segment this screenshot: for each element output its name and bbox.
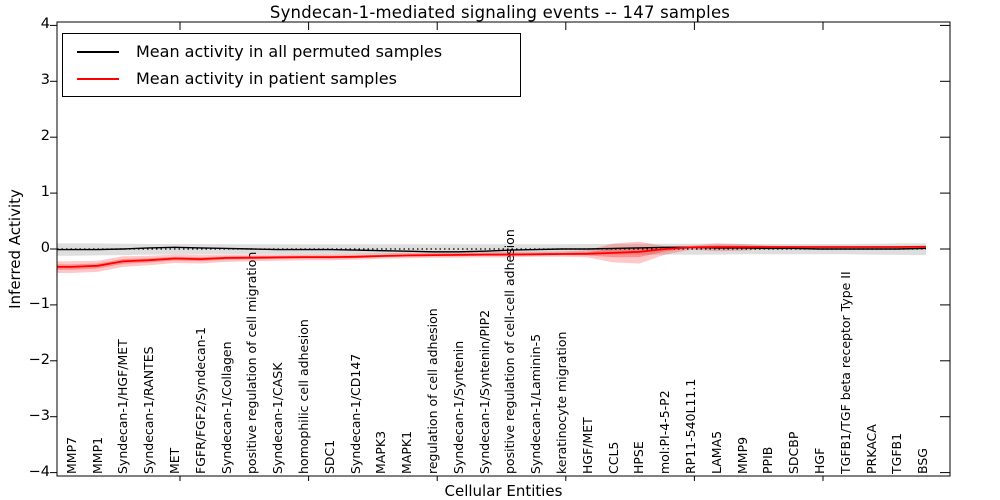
legend-label-permuted: Mean activity in all permuted samples: [136, 42, 443, 61]
legend-label-patient: Mean activity in patient samples: [136, 69, 397, 88]
x-tick-label: mol:PI-4-5-P2: [657, 390, 673, 474]
y-tick-label: −3: [28, 407, 50, 424]
x-tick-label: BSG: [915, 448, 931, 474]
x-tick-label: SDCBP: [786, 431, 802, 474]
patient-mean-line: [57, 245, 926, 268]
x-tick-label: Syndecan-1/RANTES: [141, 346, 157, 474]
x-tick-label: MET: [166, 447, 182, 474]
x-tick-label: MAPK3: [373, 430, 389, 474]
y-tick-label: 4: [40, 16, 50, 33]
permuted-line-swatch-icon: [77, 50, 119, 53]
x-tick-label: MMP7: [63, 436, 79, 474]
y-tick-label: 1: [40, 184, 50, 201]
x-tick-label: homophilic cell adhesion: [295, 319, 311, 474]
y-tick-label: −1: [28, 295, 50, 312]
y-tick-label: −4: [28, 463, 50, 480]
x-tick-label: PRKACA: [863, 424, 879, 474]
x-tick-label: keratinocyte migration: [553, 331, 569, 474]
x-tick-label: Syndecan-1/HGF/MET: [115, 339, 131, 474]
x-tick-label: Syndecan-1/CASK: [270, 362, 286, 474]
x-tick-label: TGFB1/TGF beta receptor Type II: [837, 271, 853, 474]
patient-band-inner: [57, 245, 926, 270]
y-tick-label: 0: [40, 240, 50, 256]
permuted-mean-line: [57, 246, 926, 253]
x-tick-label: RP11-540L11.1: [682, 378, 698, 474]
x-tick-label: Syndecan-1/CD147: [347, 353, 363, 474]
permuted-band: [57, 243, 926, 256]
x-tick-label: FGFR/FGF2/Syndecan-1: [192, 327, 208, 474]
x-tick-label: HGF/MET: [579, 417, 595, 474]
y-tick-label: −2: [28, 351, 50, 368]
legend-item-patient: Mean activity in patient samples: [63, 69, 520, 88]
x-tick-label: CCL5: [605, 441, 621, 474]
x-tick-label: MMP1: [89, 436, 105, 474]
y-tick-label: 2: [40, 128, 50, 145]
legend: Mean activity in all permuted samples Me…: [62, 33, 521, 97]
x-tick-label: HPSE: [631, 441, 647, 474]
x-tick-label: LAMA5: [708, 430, 724, 474]
x-tick-label: PPIB: [760, 446, 776, 474]
x-tick-label: regulation of cell adhesion: [424, 308, 440, 474]
x-tick-label: Syndecan-1/Laminin-5: [528, 333, 544, 474]
x-tick-label: positive regulation of cell migration: [244, 251, 260, 474]
x-tick-label: MAPK1: [399, 430, 415, 474]
patient-line-swatch-icon: [77, 77, 119, 80]
x-axis-label: Cellular Entities: [444, 482, 563, 500]
x-tick-label: Syndecan-1/Collagen: [218, 341, 234, 474]
y-tick-label: 3: [40, 72, 50, 89]
x-tick-label: Syndecan-1/Syntenin/PIP2: [476, 309, 492, 474]
chart-title: Syndecan-1-mediated signaling events -- …: [269, 3, 731, 22]
x-tick-label: TGFB1: [889, 432, 905, 474]
x-tick-label: Syndecan-1/Syntenin: [450, 340, 466, 474]
x-tick-label: positive regulation of cell-cell adhesio…: [502, 229, 518, 474]
patient-band-outer: [57, 241, 926, 273]
x-tick-label: SDC1: [321, 439, 337, 474]
legend-item-permuted: Mean activity in all permuted samples: [63, 42, 520, 61]
x-tick-label: MMP9: [734, 436, 750, 474]
x-tick-label: HGF: [811, 447, 827, 474]
